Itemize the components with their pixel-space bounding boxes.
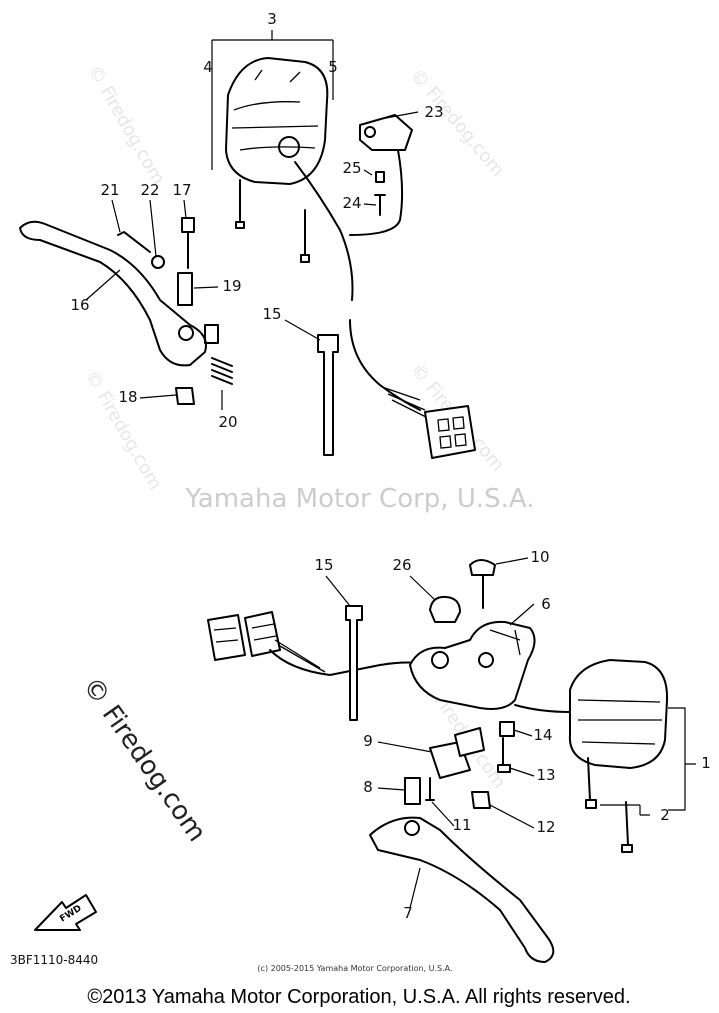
- nut-25: [375, 171, 385, 183]
- watermark-firedog-top: © Firedog.com: [84, 62, 169, 188]
- cable-tie-15-lower: [345, 605, 363, 721]
- brake-lever-7: [369, 816, 555, 963]
- upper-harness-wire-lower: [349, 319, 421, 411]
- callout-20: 20: [218, 413, 237, 431]
- bracket-3: [211, 30, 334, 170]
- screw-2b: [621, 801, 633, 853]
- lower-harness-strands: [274, 639, 326, 673]
- right-switch-housing: [568, 659, 669, 769]
- bracket-1-2: [600, 707, 686, 816]
- callout-14: 14: [533, 726, 552, 744]
- callout-11: 11: [452, 816, 471, 834]
- mid-credit-watermark: Yamaha Motor Corp, U.S.A.: [184, 484, 534, 514]
- lower-leader-lines: [325, 557, 696, 909]
- callout-26: 26: [392, 556, 411, 574]
- callout-21: 21: [100, 181, 119, 199]
- small-credit: (c) 2005-2015 Yamaha Motor Corporation, …: [257, 964, 452, 973]
- callout-23: 23: [424, 103, 443, 121]
- callout-2: 2: [660, 806, 670, 824]
- callout-19: 19: [222, 277, 241, 295]
- callout-15-upper: 15: [262, 305, 281, 323]
- copyright-notice: ©2013 Yamaha Motor Corporation, U.S.A. A…: [87, 986, 630, 1008]
- upper-leader-lines: [85, 111, 419, 410]
- callout-5: 5: [328, 58, 338, 76]
- callout-17: 17: [172, 181, 191, 199]
- screw-11: [425, 777, 435, 801]
- lower-assembly: FWD 15 26 10 6 14 9 13 8 11 12 1 2 7: [34, 548, 711, 963]
- clutch-lever-16: [19, 220, 219, 367]
- nut-12: [471, 791, 491, 809]
- collar-19: [177, 272, 193, 306]
- nut-22: [151, 255, 165, 269]
- watermark-firedog-mid-left: © Firedog.com: [81, 367, 166, 493]
- callout-24: 24: [342, 194, 361, 212]
- screw-4: [235, 179, 245, 229]
- screw-24: [374, 194, 386, 216]
- callout-3: 3: [267, 10, 277, 28]
- upper-harness-wire: [294, 161, 354, 301]
- screw-10-head: [469, 559, 496, 576]
- cap-26: [429, 595, 461, 623]
- callout-8: 8: [363, 778, 373, 796]
- bolt-17: [181, 217, 195, 269]
- callout-10: 10: [530, 548, 549, 566]
- callout-18: 18: [118, 388, 137, 406]
- callout-13: 13: [536, 766, 555, 784]
- callout-7: 7: [403, 904, 413, 922]
- callout-25: 25: [342, 159, 361, 177]
- callout-9: 9: [363, 732, 373, 750]
- cable-tie-15-upper: [317, 334, 339, 456]
- watermark-firedog-large: © Firedog.com: [76, 672, 211, 848]
- brake-switch-9: [429, 727, 485, 779]
- nut-18: [175, 387, 195, 405]
- clutch-switch-23: [349, 114, 413, 236]
- collar-8: [404, 777, 421, 805]
- callout-4: 4: [203, 58, 213, 76]
- upper-assembly: 3 4 5 23 25 24 21 22 17 19 16 15 18 20: [19, 10, 476, 459]
- callout-16: 16: [70, 296, 89, 314]
- left-switch-housing: [225, 57, 329, 185]
- screw-2a: [585, 757, 597, 809]
- callout-6: 6: [541, 595, 551, 613]
- callout-12: 12: [536, 818, 555, 836]
- part-code: 3BF1110-8440: [10, 953, 98, 967]
- master-cylinder-6: [409, 620, 536, 710]
- upper-connector: [424, 405, 476, 459]
- screw-21: [117, 231, 151, 253]
- upper-harness-strands: [384, 387, 429, 419]
- screw-13: [497, 737, 511, 773]
- lower-connectors: [207, 611, 281, 661]
- fwd-arrow: FWD: [34, 894, 97, 931]
- screw-5: [300, 209, 310, 263]
- callout-22: 22: [140, 181, 159, 199]
- callout-1: 1: [701, 754, 711, 772]
- right-switch-wire: [514, 704, 571, 713]
- callout-15-lower: 15: [314, 556, 333, 574]
- watermark-firedog-top-right: © Firedog.com: [406, 65, 508, 181]
- nut-14: [499, 721, 515, 737]
- spring-20: [211, 357, 233, 385]
